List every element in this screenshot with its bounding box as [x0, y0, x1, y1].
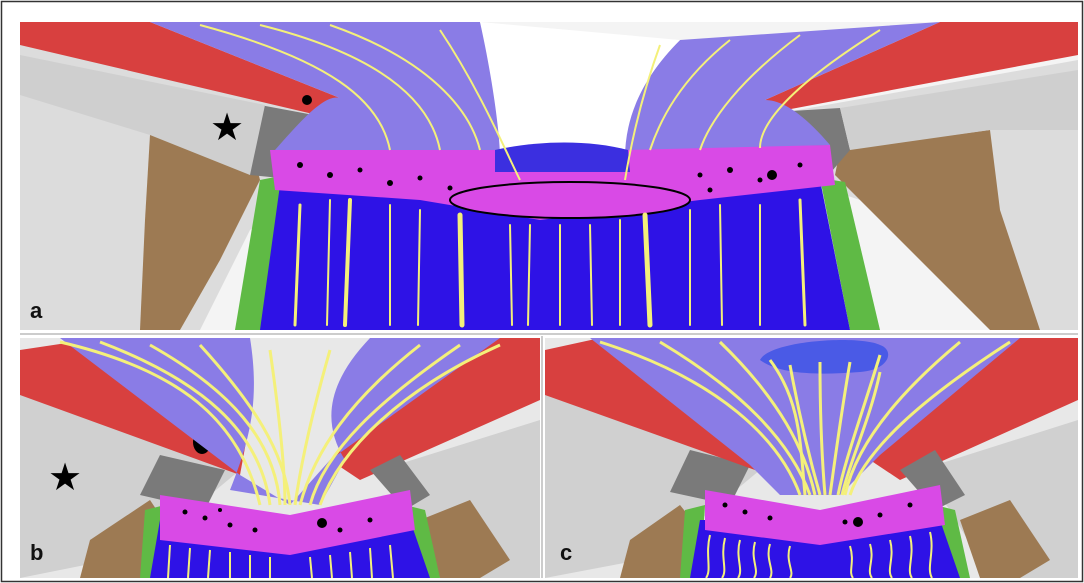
panel-label-a: a [30, 298, 43, 323]
left-black-dot [302, 95, 312, 105]
central-cup-floor [495, 143, 630, 173]
star-marker-b: ★ [48, 455, 82, 499]
panel-a: ★ a [20, 22, 1078, 330]
panel-label-c: c [560, 540, 572, 565]
panel-c: c [545, 338, 1078, 578]
star-marker-a: ★ [210, 105, 244, 149]
panel-label-b: b [30, 540, 43, 565]
magenta-central-ellipse [450, 182, 690, 218]
panel-b: ★ b [20, 338, 540, 578]
